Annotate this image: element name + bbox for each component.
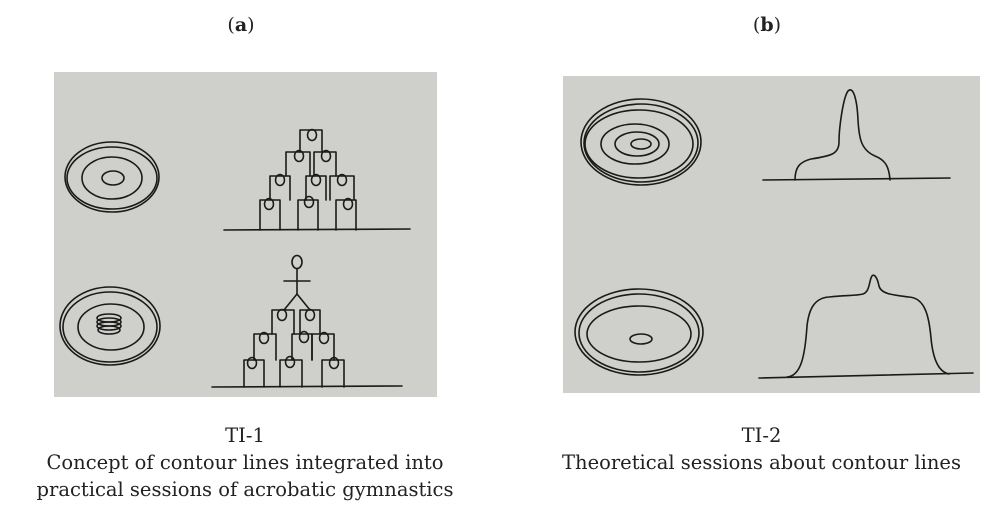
contour-pyramid-sketch xyxy=(59,128,411,388)
label-paren-open: ( xyxy=(752,14,761,36)
contour-lines-bottom xyxy=(59,286,161,366)
label-paren-open: ( xyxy=(227,14,235,36)
caption-panel-b: TI-2 Theoretical sessions about contour … xyxy=(530,422,993,476)
human-pyramid-top xyxy=(223,128,411,231)
photo-panel-a xyxy=(54,72,437,397)
contour-lines-bottom xyxy=(574,288,704,376)
caption-panel-a: TI-1 Concept of contour lines integrated… xyxy=(0,422,490,503)
contour-lines-top xyxy=(64,141,160,213)
contour-profile-sketch xyxy=(574,89,974,379)
terrain-profile-top xyxy=(762,89,951,181)
terrain-profile-bottom xyxy=(758,274,974,379)
human-pyramid-bottom xyxy=(211,254,403,388)
panel-a-label: (a) xyxy=(201,14,281,36)
label-letter: a xyxy=(234,14,248,36)
contour-lines-top xyxy=(580,98,702,186)
caption-line-2: practical sessions of acrobatic gymnasti… xyxy=(36,478,454,501)
caption-line-1: Theoretical sessions about contour lines xyxy=(562,451,961,474)
label-paren-close: ) xyxy=(247,14,255,36)
caption-id-a: TI-1 xyxy=(225,424,265,447)
photo-panel-b xyxy=(563,76,980,393)
panel-b-label: (b) xyxy=(727,14,807,36)
caption-id-b: TI-2 xyxy=(741,424,782,447)
label-paren-close: ) xyxy=(773,14,782,36)
label-letter: b xyxy=(760,14,774,36)
caption-line-1: Concept of contour lines integrated into xyxy=(46,451,444,474)
